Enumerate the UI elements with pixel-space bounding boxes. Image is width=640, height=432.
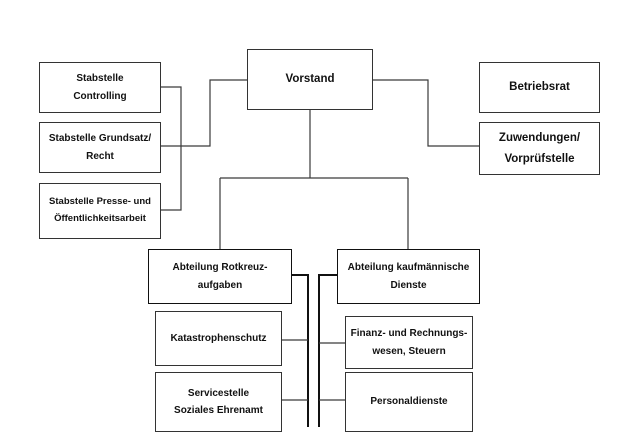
node-betriebsrat: Betriebsrat (479, 62, 600, 113)
node-stabstelle-controlling: Stabstelle Controlling (39, 62, 161, 113)
node-finanz-und-rechnungswesen: Finanz- und Rechnungs- wesen, Steuern (345, 316, 473, 369)
node-servicestelle-soziales-ehrenamt: Servicestelle Soziales Ehrenamt (155, 372, 282, 432)
connector-zuwendungen (373, 79, 479, 147)
node-katastrophenschutz: Katastrophenschutz (155, 311, 282, 366)
node-abteilung-kaufmaennische-dienste: Abteilung kaufmännische Dienste (337, 249, 480, 304)
node-stabstelle-presse: Stabstelle Presse- und Öffentlichkeitsar… (39, 183, 161, 239)
node-vorstand: Vorstand (247, 49, 373, 110)
node-personaldienste: Personaldienste (345, 372, 473, 432)
connector-kaufm-sub (318, 274, 337, 427)
node-stabstelle-grundsatz-recht: Stabstelle Grundsatz/ Recht (39, 122, 161, 173)
connector-stab-controlling (161, 86, 182, 211)
node-abteilung-rotkreuzaufgaben: Abteilung Rotkreuz- aufgaben (148, 249, 292, 304)
connector-rotkreuz-sub (292, 274, 309, 427)
node-zuwendungen-vorpruefstelle: Zuwendungen/ Vorprüfstelle (479, 122, 600, 175)
connector-stab-grundsatz (161, 79, 247, 147)
